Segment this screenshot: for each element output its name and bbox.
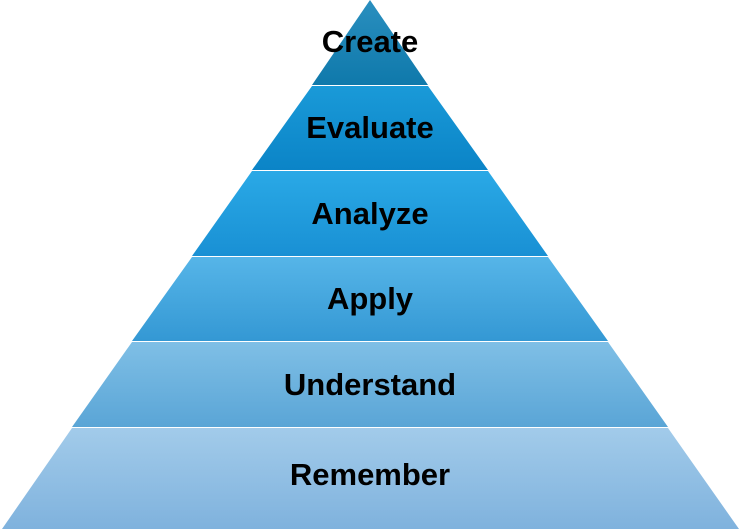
- pyramid-segment-remember: [2, 428, 739, 529]
- level-label-analyze: Analyze: [311, 196, 428, 231]
- pyramid-segment-analyze: [192, 171, 548, 256]
- pyramid-segment-create: [312, 0, 428, 85]
- pyramid-level-analyze: Analyze: [192, 171, 548, 256]
- pyramid-level-apply: Apply: [132, 257, 608, 341]
- pyramid-level-understand: Understand: [72, 342, 668, 427]
- pyramid-segment-evaluate: [252, 86, 488, 170]
- pyramid-level-remember: Remember: [2, 428, 739, 529]
- level-label-create: Create: [322, 24, 419, 59]
- pyramid-level-evaluate: Evaluate: [252, 86, 488, 170]
- pyramid-segment-understand: [72, 342, 668, 427]
- level-label-remember: Remember: [290, 457, 450, 492]
- level-label-evaluate: Evaluate: [306, 110, 434, 145]
- level-label-apply: Apply: [327, 281, 414, 316]
- pyramid-segment-apply: [132, 257, 608, 341]
- pyramid-level-create: Create: [312, 0, 428, 85]
- level-label-understand: Understand: [284, 367, 456, 402]
